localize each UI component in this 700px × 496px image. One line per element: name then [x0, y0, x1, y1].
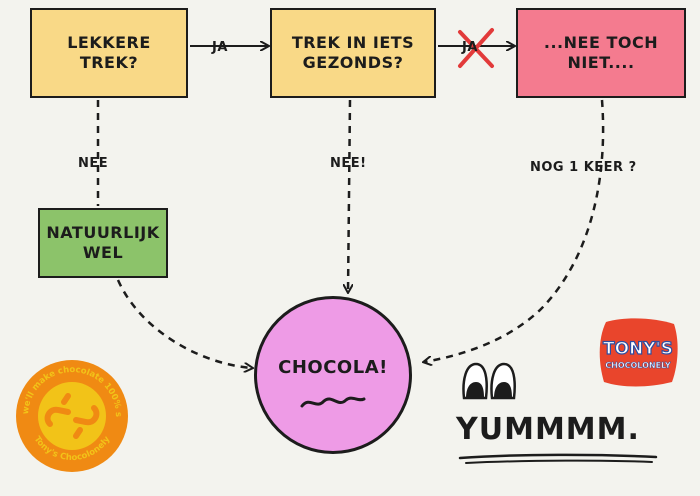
logo-line-1: TONY'S	[603, 339, 673, 359]
chocola-circle: CHOCOLA!	[254, 296, 412, 454]
box-lekkere-trek: LEKKERE TREK?	[30, 8, 188, 98]
eyes-doodle-icon	[462, 362, 516, 400]
yummmm-text: YUMMMM.	[456, 412, 640, 447]
label-nee-2: NEE!	[330, 156, 367, 171]
red-cross-icon	[458, 28, 494, 68]
box-nee-toch-niet: ...NEE TOCH NIET....	[516, 8, 686, 98]
label-nog-1-keer: NOG 1 KEER ?	[530, 160, 637, 175]
yum-underline	[458, 453, 658, 464]
box-natuurlijk-wel-text: NATUURLIJK WEL	[46, 223, 160, 262]
logo-line-2: CHOCOLONELY	[605, 361, 671, 370]
dashed-neetoch-to-chocola	[424, 99, 605, 362]
box-lekkere-trek-text: LEKKERE TREK?	[67, 33, 151, 72]
chocola-text: CHOCOLA!	[278, 356, 388, 378]
broken-chain-icon	[44, 393, 100, 439]
squiggle-doodle	[300, 396, 366, 408]
dashed-natuurlijk-to-chocola	[116, 279, 252, 368]
dashed-gezonds-to-chocola	[348, 99, 350, 292]
box-trek-in-iets-gezonds-text: TREK IN IETS GEZONDS?	[291, 33, 415, 72]
slave-free-badge-logo: together we'll make chocolate 100% slave…	[14, 358, 128, 472]
label-nee-1: NEE	[78, 156, 109, 171]
tonys-chocolonely-logo: TONY'S CHOCOLONELY	[599, 318, 678, 387]
box-natuurlijk-wel: NATUURLIJK WEL	[38, 208, 168, 278]
box-trek-in-iets-gezonds: TREK IN IETS GEZONDS?	[270, 8, 436, 98]
box-nee-toch-niet-text: ...NEE TOCH NIET....	[543, 33, 659, 72]
label-ja-2: JA	[462, 40, 478, 55]
label-ja-1: JA	[212, 40, 228, 55]
